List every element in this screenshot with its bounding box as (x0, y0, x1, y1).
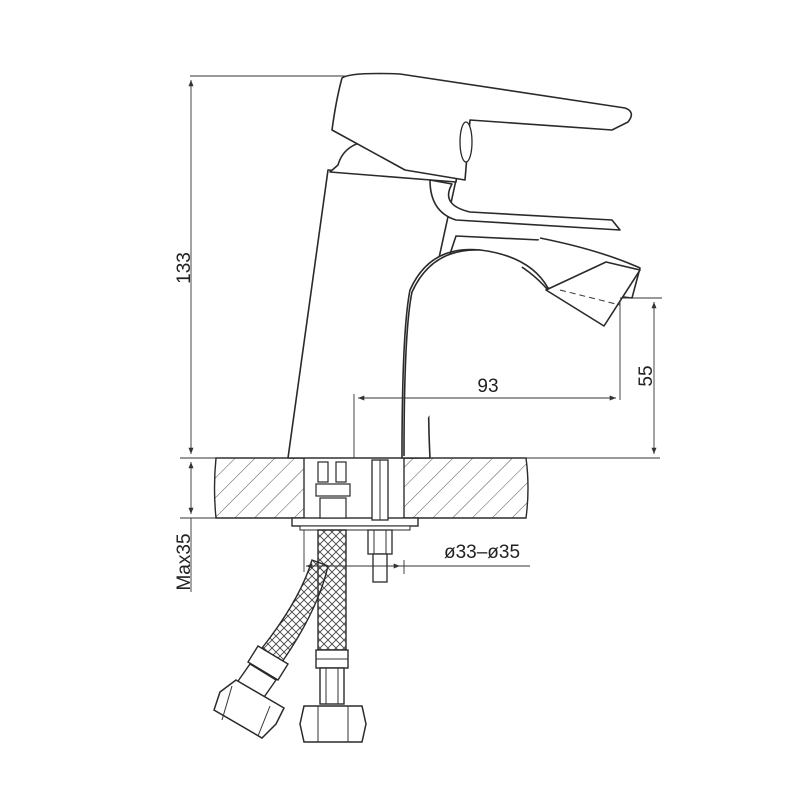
hole-diameter-label: ø33–ø35 (444, 542, 520, 563)
countertop (213, 457, 529, 519)
reach-dimension-label: 93 (477, 376, 498, 397)
spout-height-label: 55 (636, 365, 657, 386)
faucet-body (287, 72, 641, 459)
max-thickness-label: Max35 (174, 533, 195, 590)
supply-hoses (213, 529, 367, 743)
dimension-lines (180, 75, 662, 592)
height-dimension-label: 133 (174, 252, 195, 284)
mounting-plate (291, 517, 419, 531)
